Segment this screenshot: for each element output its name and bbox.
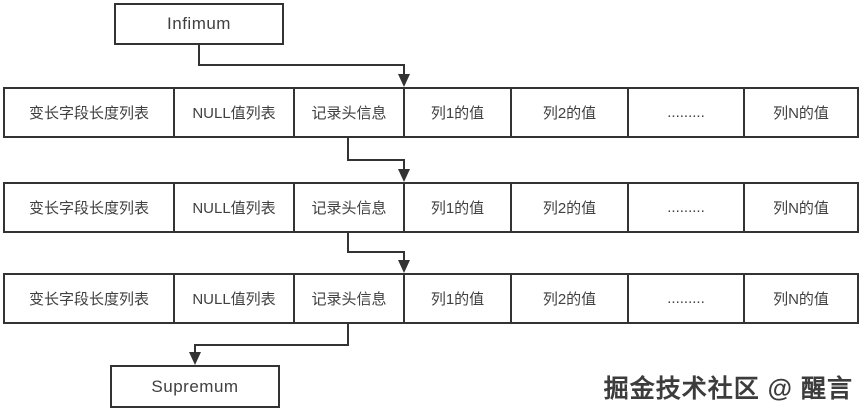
- infimum-label: Infimum: [167, 14, 231, 33]
- cell-colN-value: 列N的值: [773, 105, 829, 122]
- arrow-row3-to-supremum: [189, 324, 349, 365]
- record-row-2: 变长字段长度列表 NULL值列表 记录头信息 列1的值 列2的值 .......…: [3, 182, 859, 233]
- arrow-infimum-to-row1: [198, 45, 410, 87]
- cell-col1-value: 列1的值: [405, 89, 512, 136]
- record-row-1: 变长字段长度列表 NULL值列表 记录头信息 列1的值 列2的值 .......…: [3, 87, 859, 138]
- cell-var-length-list: 变长字段长度列表: [5, 275, 175, 322]
- arrow-row2-to-row3: [347, 232, 410, 273]
- cell-var-length-list: 变长字段长度列表: [5, 184, 175, 231]
- cell-null-list: NULL值列表: [175, 275, 295, 322]
- cell-ellipsis: .........: [629, 275, 745, 322]
- cell-ellipsis: .........: [629, 184, 745, 231]
- cell-record-header: 记录头信息: [295, 184, 405, 231]
- cell-col2-value: 列2的值: [512, 89, 629, 136]
- cell-null-list: NULL值列表: [175, 89, 295, 136]
- supremum-node: Supremum: [110, 365, 280, 408]
- cell-col1-value: 列1的值: [405, 184, 512, 231]
- cell-colN-value: 列N的值: [773, 291, 829, 308]
- cell-colN-value: 列N的值: [773, 200, 829, 217]
- cell-var-length-list: 变长字段长度列表: [5, 89, 175, 136]
- cell-col2-value: 列2的值: [512, 184, 629, 231]
- record-row-3: 变长字段长度列表 NULL值列表 记录头信息 列1的值 列2的值 .......…: [3, 273, 859, 324]
- infimum-node: Infimum: [114, 3, 284, 45]
- cell-null-list: NULL值列表: [175, 184, 295, 231]
- arrow-row1-to-row2: [347, 138, 410, 182]
- cell-col2-value: 列2的值: [512, 275, 629, 322]
- cell-record-header: 记录头信息: [295, 89, 405, 136]
- supremum-label: Supremum: [151, 376, 239, 396]
- cell-col1-value: 列1的值: [405, 275, 512, 322]
- cell-record-header: 记录头信息: [295, 275, 405, 322]
- watermark-text: 掘金技术社区 @ 醒言: [603, 375, 853, 403]
- cell-ellipsis: .........: [629, 89, 745, 136]
